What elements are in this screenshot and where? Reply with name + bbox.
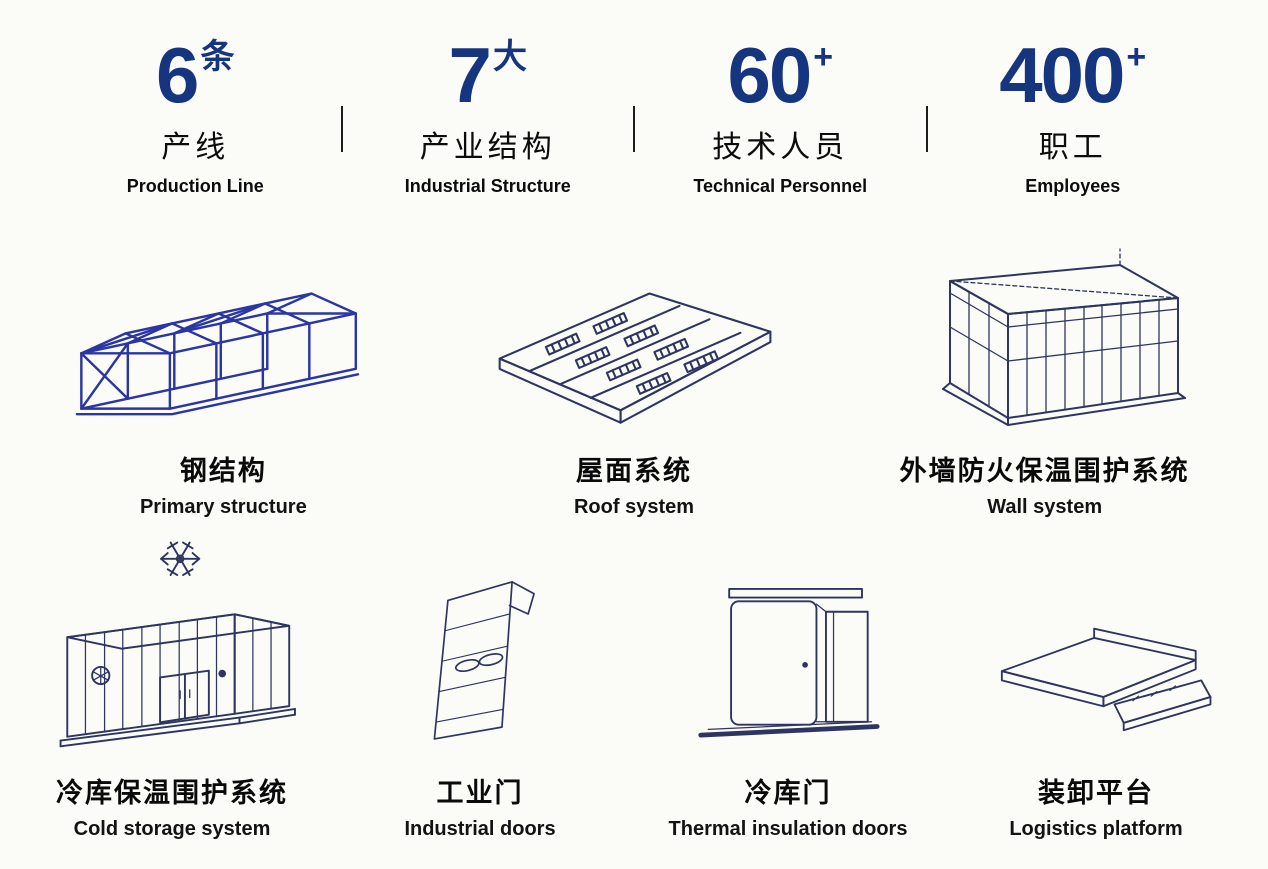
stat-label-zh: 职工 xyxy=(1038,131,1107,164)
product-label-en: Primary structure xyxy=(139,496,307,518)
product-label-zh: 外墙防火保温围护系统 xyxy=(899,456,1190,486)
thermal-insulation-door-icon xyxy=(698,588,880,738)
stat-technical-personnel: 60+ 技术人员 Technical Personnel xyxy=(635,36,926,197)
product-label-zh: 冷库保温围护系统 xyxy=(56,778,288,808)
vertical-divider xyxy=(633,106,635,152)
stat-production-line: 6条 产线 Production Line xyxy=(50,36,341,197)
product-label-zh: 装卸平台 xyxy=(1038,778,1154,808)
product-industrial-door: 工业门 Industrial doors xyxy=(326,529,634,841)
products-row-2: 冷库保温围护系统 Cold storage system 工业门 Industr… xyxy=(0,529,1268,841)
stat-industrial-structure: 7大 产业结构 Industrial Structure xyxy=(343,36,634,197)
steel-structure-icon xyxy=(76,292,360,416)
industrial-door-icon xyxy=(433,581,535,740)
product-label-zh: 冷库门 xyxy=(744,778,832,808)
stat-unit: 条 xyxy=(200,38,235,76)
stat-number: 6条 xyxy=(50,36,341,114)
product-label-zh: 工业门 xyxy=(436,778,524,808)
stat-value: 6 xyxy=(156,31,199,119)
snowflake-icon xyxy=(159,541,200,577)
stat-number: 400+ xyxy=(928,36,1219,114)
product-thermal-insulation-door: 冷库门 Thermal insulation doors xyxy=(634,529,942,841)
stat-value: 7 xyxy=(448,31,492,119)
stats-row: 6条 产线 Production Line 7大 产业结构 Industrial… xyxy=(0,36,1268,197)
products-row-1: 钢结构 Primary structure 屋面系统 Roof xyxy=(0,223,1268,519)
product-steel-structure: 钢结构 Primary structure xyxy=(18,223,429,519)
product-label-zh: 钢结构 xyxy=(179,456,267,486)
stat-unit: + xyxy=(1126,38,1147,76)
vertical-divider xyxy=(340,106,343,152)
stat-unit: 大 xyxy=(492,38,527,76)
stat-number: 7大 xyxy=(343,36,634,114)
stat-label-en: Employees xyxy=(1025,176,1121,196)
stat-label-en: Technical Personnel xyxy=(693,176,868,196)
product-label-en: Wall system xyxy=(987,496,1103,518)
product-label-en: Logistics platform xyxy=(1009,818,1183,840)
cold-storage-icon xyxy=(59,541,296,748)
stat-employees: 400+ 职工 Employees xyxy=(928,36,1219,197)
product-label-en: Cold storage system xyxy=(73,818,271,840)
stat-label-zh: 技术人员 xyxy=(712,131,849,164)
product-label-en: Industrial doors xyxy=(404,818,556,840)
logistics-platform-icon xyxy=(1000,627,1212,732)
product-label-en: Thermal insulation doors xyxy=(668,818,908,840)
roof-system-icon xyxy=(498,292,772,424)
stat-label-zh: 产线 xyxy=(161,131,230,164)
stat-label-en: Industrial Structure xyxy=(404,176,571,196)
stat-number: 60+ xyxy=(635,36,926,114)
stat-value: 400 xyxy=(999,31,1125,119)
product-label-zh: 屋面系统 xyxy=(576,456,692,486)
stat-value: 60 xyxy=(727,31,812,119)
product-label-en: Roof system xyxy=(573,496,695,518)
stat-label-zh: 产业结构 xyxy=(419,131,556,164)
product-roof-system: 屋面系统 Roof system xyxy=(429,223,840,519)
product-wall-system: 外墙防火保温围护系统 Wall system xyxy=(839,223,1250,519)
wall-system-icon xyxy=(941,248,1186,426)
stat-unit: + xyxy=(813,38,834,76)
stat-label-en: Production Line xyxy=(126,176,264,196)
vertical-divider xyxy=(925,106,928,152)
product-logistics-platform: 装卸平台 Logistics platform xyxy=(942,529,1250,841)
product-cold-storage: 冷库保温围护系统 Cold storage system xyxy=(18,529,326,841)
